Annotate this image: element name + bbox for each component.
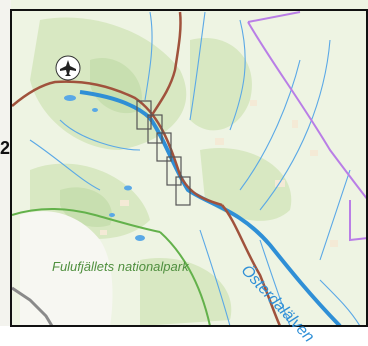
trail-line [11, 286, 54, 326]
main-river [79, 90, 342, 326]
admin-border [247, 11, 368, 201]
lakes [64, 95, 145, 241]
clearings [100, 100, 338, 247]
fell-area [20, 211, 113, 326]
streams [29, 11, 361, 326]
map-canvas[interactable] [0, 0, 368, 326]
edge-label-fragment: 2 [0, 138, 11, 158]
left-edge-strip [0, 0, 11, 326]
roads [11, 11, 282, 326]
route-segments[interactable] [136, 100, 191, 206]
national-park-label: Fulufjällets nationalpark [52, 259, 189, 274]
park-border [11, 208, 211, 326]
admin-border-2 [349, 200, 368, 242]
airport-icon[interactable] [55, 55, 81, 81]
